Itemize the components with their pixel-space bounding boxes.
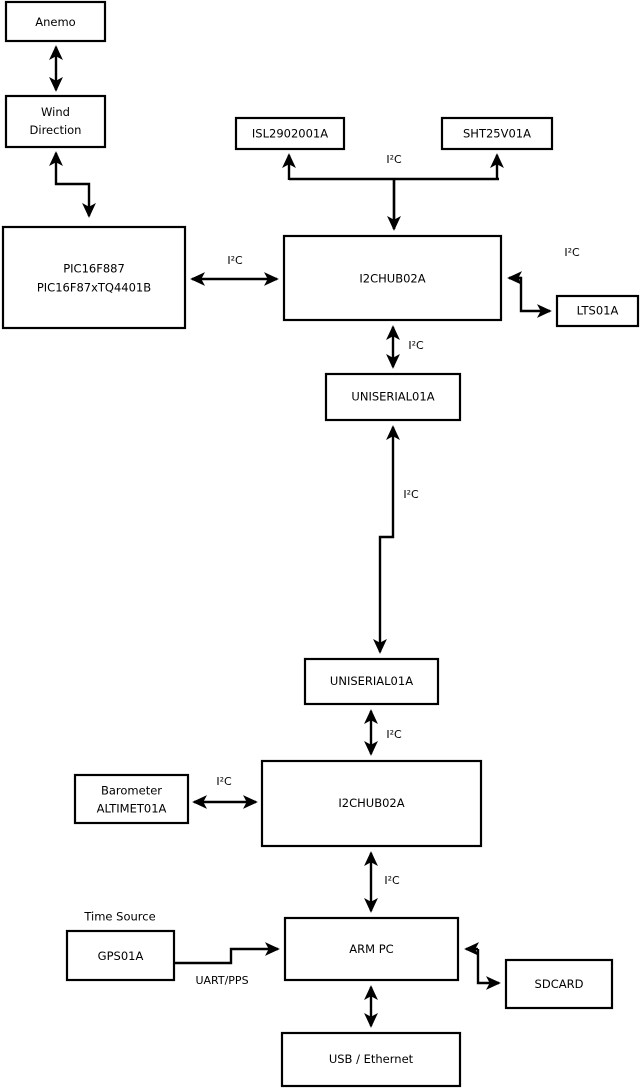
node-label-pic-line1: PIC16F887: [63, 262, 125, 276]
node-box[interactable]: [324, 372, 462, 422]
node-box[interactable]: [440, 116, 554, 151]
node-label-usb-ethernet: USB / Ethernet: [329, 1052, 414, 1066]
edge-line: [49, 151, 96, 218]
node-isl2902001a[interactable]: ISL2902001A: [234, 116, 346, 151]
node-label-isl: ISL2902001A: [252, 127, 328, 141]
edge-label-hub-uniserial: I²C: [408, 339, 424, 352]
edge-line: [373, 425, 400, 654]
node-gps01a[interactable]: GPS01A: [65, 929, 176, 982]
node-wind-direction[interactable]: Wind Direction: [4, 94, 107, 149]
node-sdcard[interactable]: SDCARD: [504, 958, 614, 1010]
node-label-wind-direction-line1: Wind: [41, 105, 70, 119]
node-box[interactable]: [504, 958, 614, 1010]
edge-line: [174, 942, 280, 965]
edge-line-to-lts: [509, 276, 552, 318]
node-box[interactable]: [4, 0, 107, 43]
node-barometer-altimet01a[interactable]: Barometer ALTIMET01A: [73, 773, 190, 825]
node-label-uniserial-bottom: UNISERIAL01A: [330, 674, 413, 688]
edge-label-hub-sensors: I²C: [386, 153, 402, 166]
node-label-i2chub-top: I2CHUB02A: [359, 272, 425, 286]
edge-label-barometer-hub: I²C: [216, 775, 232, 788]
node-box[interactable]: [234, 116, 346, 151]
label-time-source: Time Source: [83, 910, 155, 924]
node-box[interactable]: [4, 94, 107, 149]
edge-i2chub-top-uniserial-top: I²C: [386, 325, 424, 369]
node-label-gps: GPS01A: [98, 949, 144, 963]
node-label-pic-line2: PIC16F87xTQ4401B: [37, 281, 151, 295]
edge-gps-armpc: UART/PPS: [174, 942, 280, 987]
edge-i2chub-top-sensors: I²C: [282, 153, 504, 231]
node-label-anemo: Anemo: [35, 15, 75, 29]
edge-line-to-sdcard: [476, 949, 501, 990]
node-box[interactable]: [282, 234, 503, 322]
node-label-sdcard: SDCARD: [535, 977, 584, 991]
node-box[interactable]: [73, 773, 190, 825]
edge-label-pic-hub: I²C: [227, 254, 243, 267]
edge-label-hub-lts: I²C: [564, 246, 580, 259]
node-label-sht: SHT25V01A: [463, 127, 531, 141]
node-label-uniserial-top: UNISERIAL01A: [351, 390, 434, 404]
edge-label-uniserial-chain: I²C: [403, 488, 419, 501]
node-i2chub02a-top[interactable]: I2CHUB02A: [282, 234, 503, 322]
node-i2chub02a-bottom[interactable]: I2CHUB02A: [260, 759, 483, 848]
edge-i2chub-bottom-armpc: I²C: [364, 851, 400, 913]
node-label-i2chub-bottom: I2CHUB02A: [338, 796, 404, 810]
node-arm-pc[interactable]: ARM PC: [283, 916, 460, 982]
edge-armpc-sdcard: [464, 942, 501, 990]
edge-wind-direction-pic: [49, 151, 96, 218]
node-label-barometer-line1: Barometer: [101, 784, 162, 798]
node-sht25v01a[interactable]: SHT25V01A: [440, 116, 554, 151]
node-box[interactable]: [1, 225, 187, 330]
edge-label-gps-armpc: UART/PPS: [195, 974, 248, 987]
node-box[interactable]: [260, 759, 483, 848]
edge-barometer-i2chub-bottom: I²C: [192, 775, 258, 809]
node-box[interactable]: [65, 929, 176, 982]
node-pic-microcontroller[interactable]: PIC16F887 PIC16F87xTQ4401B: [1, 225, 187, 330]
edge-label-uniserial-hubbot: I²C: [386, 728, 402, 741]
node-anemo[interactable]: Anemo: [4, 0, 107, 43]
node-box[interactable]: [283, 916, 460, 982]
node-label-wind-direction-line2: Direction: [30, 123, 82, 137]
node-label-barometer-line2: ALTIMET01A: [97, 802, 167, 816]
node-uniserial01a-bottom[interactable]: UNISERIAL01A: [303, 657, 440, 706]
edge-pic-i2chub-top: I²C: [190, 254, 279, 286]
edge-uniserial-top-uniserial-bottom: I²C: [373, 425, 419, 654]
node-uniserial01a-top[interactable]: UNISERIAL01A: [324, 372, 462, 422]
node-box[interactable]: [280, 1031, 462, 1088]
edge-uniserial-bottom-i2chub-bottom: I²C: [364, 709, 402, 756]
edge-label-hubbot-armpc: I²C: [384, 874, 400, 887]
node-lts01a[interactable]: LTS01A: [555, 294, 640, 328]
node-label-arm-pc: ARM PC: [349, 942, 393, 956]
node-box[interactable]: [303, 657, 440, 706]
node-label-lts: LTS01A: [577, 304, 619, 318]
node-usb-ethernet[interactable]: USB / Ethernet: [280, 1031, 462, 1088]
node-box[interactable]: [555, 294, 640, 328]
edge-i2chub-top-lts: I²C: [507, 246, 580, 318]
